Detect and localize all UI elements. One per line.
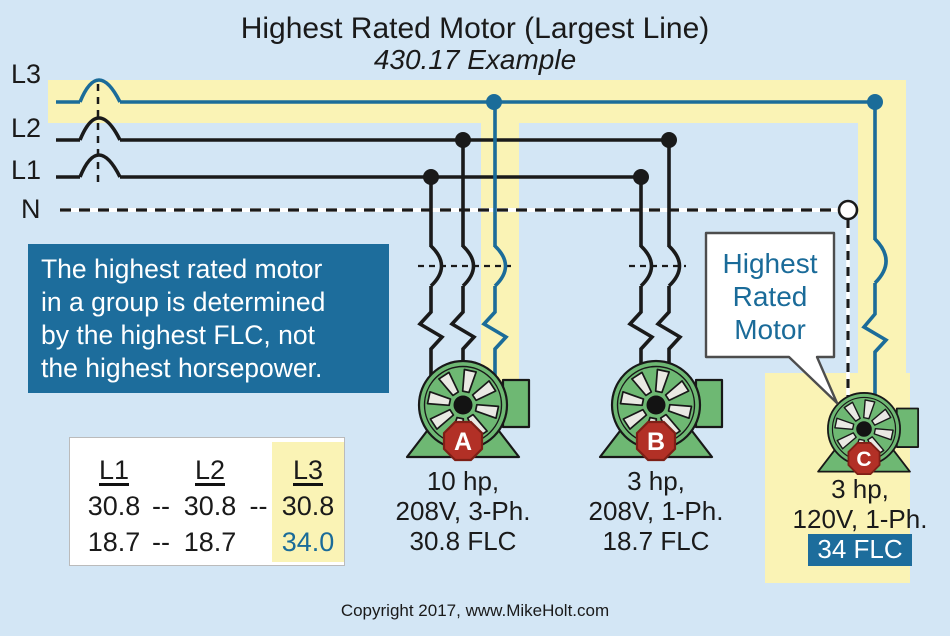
spec-line-highlighted: 34 FLC [750,534,950,566]
table-cell: -- [152,491,170,521]
table-cell: 18.7 [183,527,237,557]
motor-c-branch-wires [846,102,889,400]
page-title: Highest Rated Motor (Largest Line) [240,12,710,45]
flc-table: L1 L2 L3 30.8 -- 30.8 -- 30.8 18.7 -- 18… [69,437,345,566]
neutral-terminal-dot [837,199,859,221]
copyright-text: Copyright 2017, www.MikeHolt.com [340,601,610,620]
info-box-line: by the highest FLC, not [41,320,315,350]
callout-label: Highest Rated Motor [706,247,834,346]
spec-line: 30.8 FLC [409,526,517,556]
spec-line: 3 hp, [627,466,685,496]
breaker-icon [639,244,654,288]
motor-b-badge: B [647,428,665,456]
table-cell: 30.8 [183,491,237,521]
info-box-line: in a group is determined [41,287,326,317]
spec-line: 18.7 FLC [602,526,710,556]
spec-line: 3 hp, [831,474,889,504]
motor-b-specs: 3 hp, 208V, 1-Ph. 18.7 FLC [546,466,766,556]
page-subtitle: 430.17 Example [373,44,577,75]
table-header-l2: L2 [194,455,226,486]
callout-line: Motor [734,314,806,345]
motor-badges: A B C [454,428,872,471]
motor-c-badge: C [856,448,871,471]
breaker-icon [461,244,476,288]
table-cell: -- [249,491,268,521]
table-cell: 30.8 [272,490,344,523]
bus-label-l3: L3 [11,59,42,89]
bus-label-n: N [21,194,41,224]
motor-c-specs: 3 hp, 120V, 1-Ph. 34 FLC [750,474,950,566]
table-header-l1: L1 [98,455,130,486]
table-cell-highlighted: 34.0 [272,523,344,562]
breaker-icon [873,237,888,285]
junction-dots [423,94,883,221]
callout-line: Rated [732,281,808,312]
breaker-icon [667,244,682,288]
table-cell: 18.7 [87,527,141,557]
flc-badge: 34 FLC [808,534,912,566]
spec-line: 208V, 3-Ph. [395,496,531,526]
motor-a-specs: 10 hp, 208V, 3-Ph. 30.8 FLC [353,466,573,556]
breaker-icon [493,244,508,288]
motor-a-branch-wires [417,102,511,378]
bus-label-l1: L1 [11,155,42,185]
bus-label-l2: L2 [11,113,42,143]
breaker-icon [429,244,444,288]
spec-line: 10 hp, [426,466,500,496]
table-cell [245,523,272,562]
info-box-line: The highest rated motor [41,254,323,284]
info-box: The highest rated motor in a group is de… [28,244,389,393]
motor-a-badge: A [454,428,472,456]
callout-line: Highest [722,248,818,279]
motor-b-branch-wires [627,140,686,378]
table-header-l3: L3 [272,442,344,490]
spec-line: 120V, 1-Ph. [792,504,928,534]
table-cell: 30.8 [87,491,141,521]
callout-bubble [704,231,839,405]
table-cell: -- [152,527,170,557]
service-disconnect-icon [78,78,122,182]
spec-line: 208V, 1-Ph. [588,496,724,526]
info-box-line: the highest horsepower. [41,353,323,383]
